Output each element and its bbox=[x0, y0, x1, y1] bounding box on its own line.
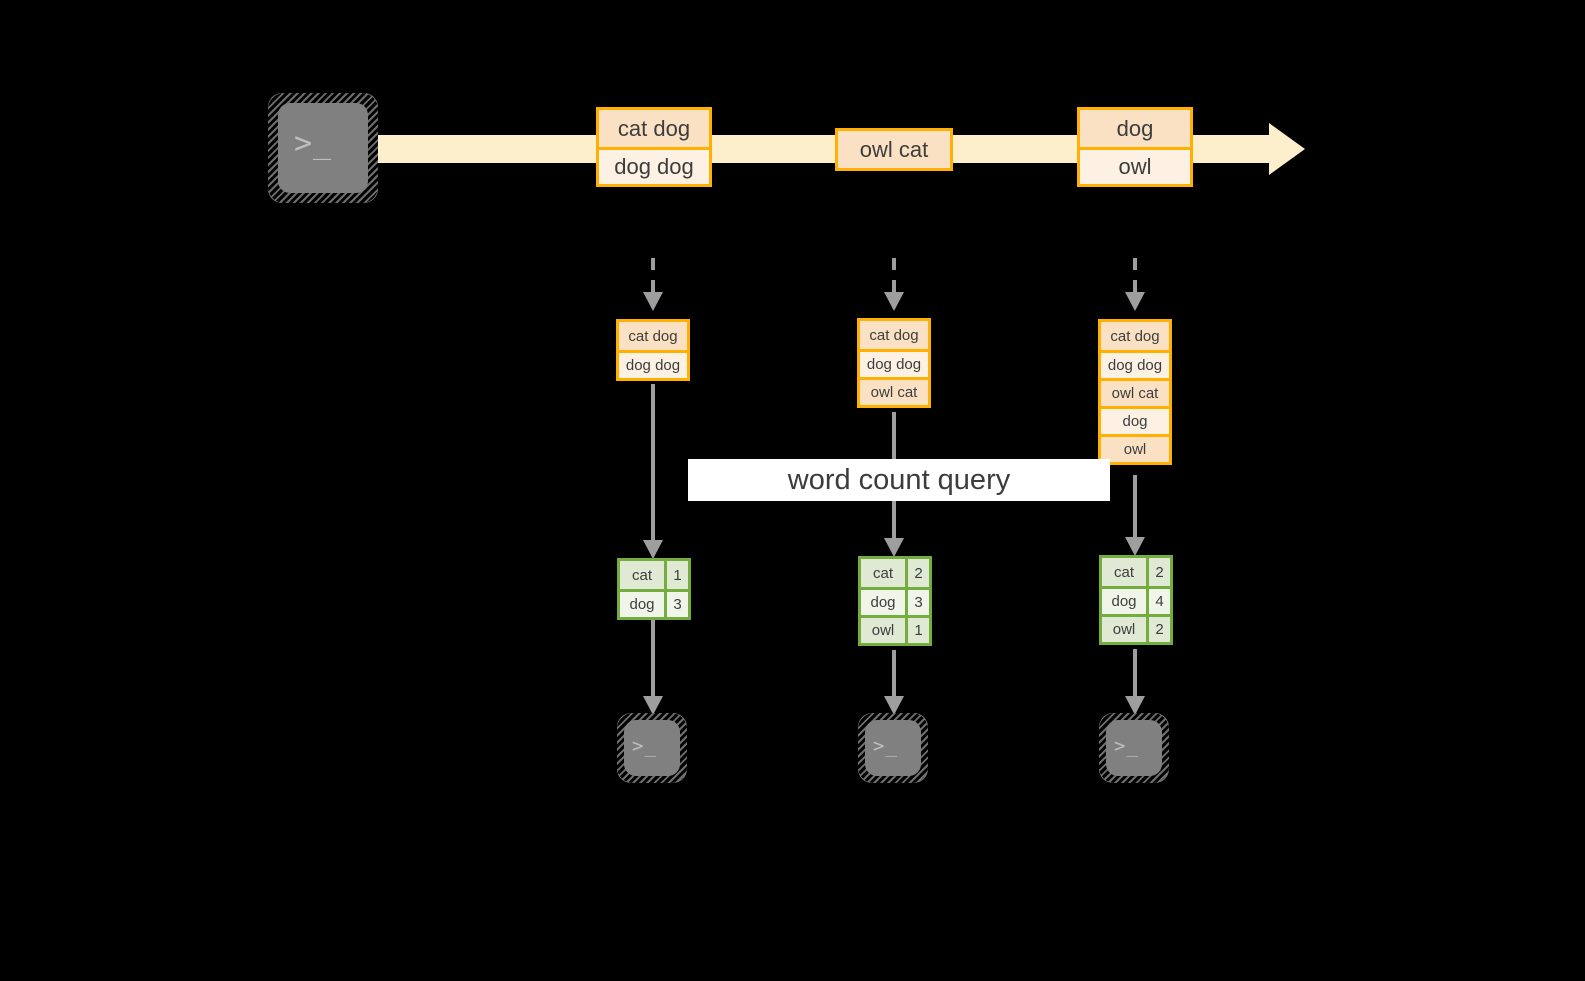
consumer-terminal-icon-1: >_ bbox=[617, 713, 687, 783]
result-table-2: cat 2 dog 3 owl 1 bbox=[858, 556, 932, 646]
snapshot-event-row: owl cat bbox=[860, 377, 928, 405]
stream-to-snapshot-line-3 bbox=[1133, 258, 1137, 296]
stream-event-row: dog dog bbox=[599, 147, 709, 184]
stream-to-snapshot-arrowhead-1 bbox=[643, 292, 663, 311]
snapshot-event-row: dog dog bbox=[619, 350, 687, 378]
terminal-prompt-glyph: >_ bbox=[873, 735, 898, 757]
stream-event-row: dog bbox=[1080, 110, 1190, 147]
table-cell-word: cat bbox=[1102, 558, 1146, 586]
stream-event-box-3: dog owl bbox=[1077, 107, 1193, 187]
consumer-terminal-icon-3: >_ bbox=[1099, 713, 1169, 783]
table-cell-word: cat bbox=[861, 559, 905, 587]
table-cell-word: owl bbox=[861, 618, 905, 643]
stream-event-row: owl cat bbox=[838, 131, 950, 168]
table-row: dog 4 bbox=[1102, 586, 1170, 614]
snapshot-to-result-line-3 bbox=[1133, 475, 1137, 547]
table-row: dog 3 bbox=[620, 589, 688, 617]
terminal-prompt-glyph: >_ bbox=[632, 735, 657, 757]
result-to-consumer-arrowhead-2 bbox=[884, 696, 904, 715]
result-to-consumer-arrowhead-1 bbox=[643, 696, 663, 715]
table-cell-count: 3 bbox=[664, 592, 688, 617]
terminal-body bbox=[865, 720, 921, 776]
table-cell-word: dog bbox=[861, 590, 905, 615]
snapshot-event-row: cat dog bbox=[1101, 322, 1169, 350]
snapshot-to-result-arrowhead-1 bbox=[643, 540, 663, 559]
table-row: owl 2 bbox=[1102, 614, 1170, 642]
terminal-body bbox=[624, 720, 680, 776]
snapshot-to-result-arrowhead-3 bbox=[1125, 537, 1145, 556]
result-table-1: cat 1 dog 3 bbox=[617, 558, 691, 620]
table-cell-count: 1 bbox=[905, 618, 929, 643]
terminal-prompt-glyph: >_ bbox=[1114, 735, 1139, 757]
terminal-prompt-glyph: >_ bbox=[294, 126, 333, 161]
table-row: cat 1 bbox=[620, 561, 688, 589]
terminal-body bbox=[278, 103, 368, 193]
table-cell-count: 2 bbox=[905, 559, 929, 587]
snapshot-event-row: cat dog bbox=[860, 321, 928, 349]
snapshot-event-row: cat dog bbox=[619, 322, 687, 350]
table-row: cat 2 bbox=[1102, 558, 1170, 586]
snapshot-event-row: dog bbox=[1101, 406, 1169, 434]
snapshot-event-row: owl bbox=[1101, 434, 1169, 462]
stream-arrow-head bbox=[1269, 123, 1305, 175]
table-row: owl 1 bbox=[861, 615, 929, 643]
table-cell-word: cat bbox=[620, 561, 664, 589]
table-cell-count: 2 bbox=[1146, 558, 1170, 586]
producer-terminal-icon: >_ bbox=[268, 93, 378, 203]
table-cell-count: 2 bbox=[1146, 617, 1170, 642]
result-to-consumer-line-3 bbox=[1133, 649, 1137, 705]
stream-to-snapshot-arrowhead-3 bbox=[1125, 292, 1145, 311]
result-to-consumer-line-2 bbox=[892, 650, 896, 705]
stream-event-row: cat dog bbox=[599, 110, 709, 147]
stream-to-snapshot-line-1 bbox=[651, 258, 655, 296]
result-to-consumer-line-1 bbox=[651, 620, 655, 705]
snapshot-to-result-arrowhead-2 bbox=[884, 538, 904, 557]
snapshot-box-2: cat dog dog dog owl cat bbox=[857, 318, 931, 408]
terminal-body bbox=[1106, 720, 1162, 776]
table-row: dog 3 bbox=[861, 587, 929, 615]
snapshot-event-row: dog dog bbox=[1101, 350, 1169, 378]
table-cell-count: 4 bbox=[1146, 589, 1170, 614]
stream-event-box-1: cat dog dog dog bbox=[596, 107, 712, 187]
result-to-consumer-arrowhead-3 bbox=[1125, 696, 1145, 715]
stream-to-snapshot-arrowhead-2 bbox=[884, 292, 904, 311]
snapshot-to-result-line-1 bbox=[651, 384, 655, 549]
stream-event-row: owl bbox=[1080, 147, 1190, 184]
snapshot-box-3: cat dog dog dog owl cat dog owl bbox=[1098, 319, 1172, 465]
result-table-3: cat 2 dog 4 owl 2 bbox=[1099, 555, 1173, 645]
consumer-terminal-icon-2: >_ bbox=[858, 713, 928, 783]
table-cell-word: dog bbox=[1102, 589, 1146, 614]
snapshot-event-row: owl cat bbox=[1101, 378, 1169, 406]
query-label: word count query bbox=[688, 459, 1110, 501]
stream-to-snapshot-line-2 bbox=[892, 258, 896, 296]
table-cell-word: owl bbox=[1102, 617, 1146, 642]
table-cell-count: 3 bbox=[905, 590, 929, 615]
table-cell-word: dog bbox=[620, 592, 664, 617]
snapshot-event-row: dog dog bbox=[860, 349, 928, 377]
snapshot-box-1: cat dog dog dog bbox=[616, 319, 690, 381]
stream-event-box-2: owl cat bbox=[835, 128, 953, 171]
table-cell-count: 1 bbox=[664, 561, 688, 589]
table-row: cat 2 bbox=[861, 559, 929, 587]
